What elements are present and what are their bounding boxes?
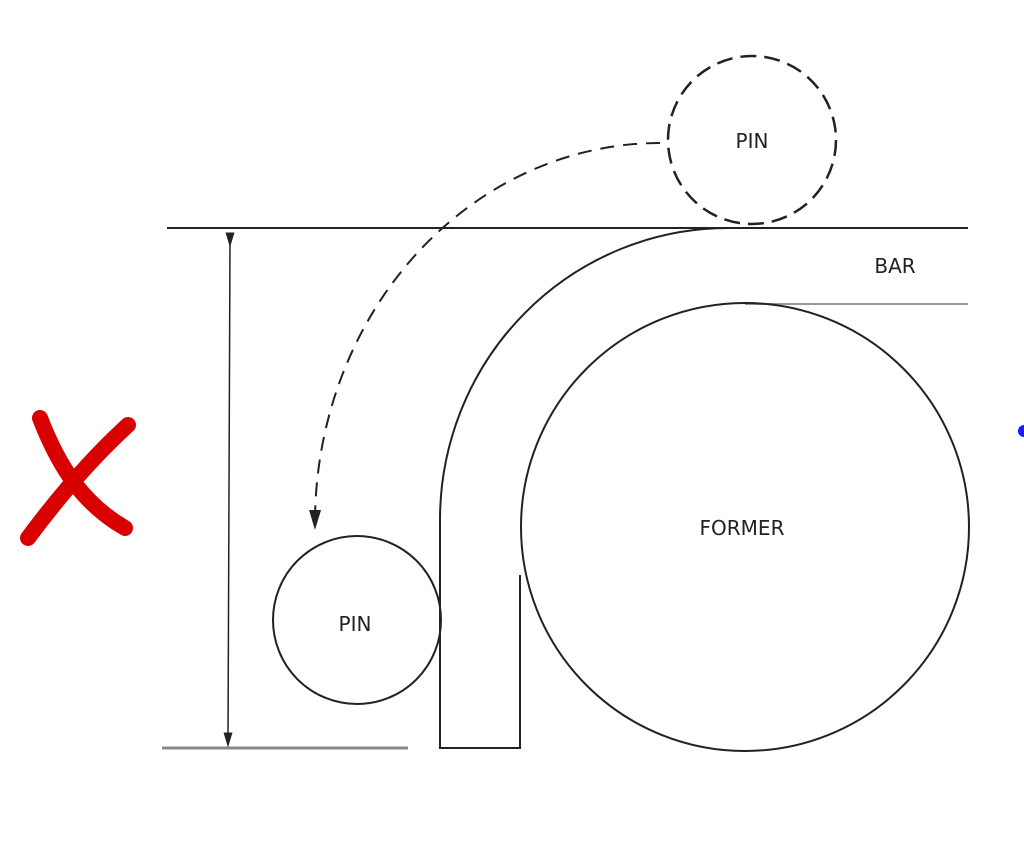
former-circle [520,302,970,752]
bar-label: BAR [874,254,915,278]
bottom-pin-circle [272,535,442,705]
pin-motion-path [309,142,661,530]
dimension-arrow [223,232,235,748]
top-pin-label: PIN [736,129,769,153]
former-label: FORMER [700,516,785,540]
blue-mark-icon [1018,425,1024,437]
bottom-pin-label: PIN [339,612,372,636]
red-x-icon [20,410,136,546]
bent-bar [439,227,729,749]
top-pin-circle [666,54,838,226]
